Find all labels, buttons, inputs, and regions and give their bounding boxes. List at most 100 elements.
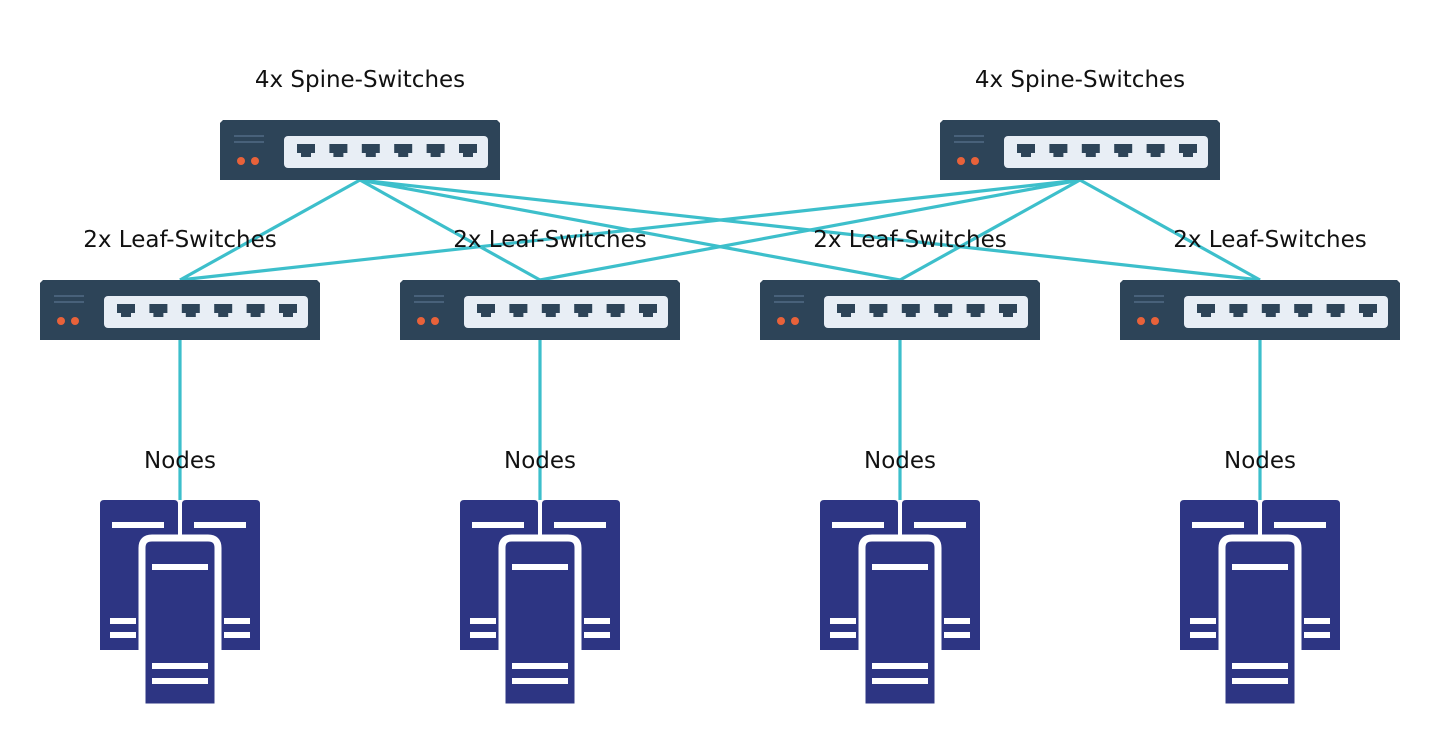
ethernet-port-icon (639, 304, 657, 317)
network-switch-icon (760, 280, 1040, 340)
leaf-switch-1-label: 2x Leaf-Switches (83, 227, 277, 253)
status-led (417, 317, 425, 325)
server-stripe (472, 522, 524, 528)
link-spine-2-leaf-2 (539, 178, 1081, 282)
server-rack-icon (820, 500, 980, 711)
ethernet-port-icon (1081, 144, 1100, 157)
server-stripe (914, 522, 966, 528)
ethernet-port-icon (1326, 304, 1345, 317)
ethernet-port-icon (1229, 304, 1248, 317)
server-stripe (512, 678, 568, 684)
network-switch-icon (220, 120, 500, 180)
server-stripe (1190, 618, 1216, 624)
ethernet-port-icon (606, 304, 625, 317)
server-stripe (110, 618, 136, 624)
server-stripe (512, 564, 568, 570)
ethernet-port-icon (1179, 144, 1197, 157)
ethernet-port-icon (246, 304, 265, 317)
server-stripe (152, 663, 208, 669)
ethernet-port-icon (426, 144, 445, 157)
server-stripe (1190, 632, 1216, 638)
ethernet-port-icon (181, 304, 200, 317)
ethernet-port-icon (1114, 144, 1133, 157)
ethernet-port-icon (509, 304, 528, 317)
server-rack-icon (1180, 500, 1340, 711)
status-led (971, 157, 979, 165)
ethernet-port-icon (361, 144, 380, 157)
status-led (71, 317, 79, 325)
link-spine-1-leaf-1 (179, 178, 361, 282)
server-stripe (830, 618, 856, 624)
status-led (57, 317, 65, 325)
ethernet-port-icon (966, 304, 985, 317)
server-stripe (194, 522, 246, 528)
link-spine-2-leaf-1 (179, 178, 1081, 282)
leaf-switch-3: 2x Leaf-Switches (760, 227, 1040, 340)
server-stripe (1304, 618, 1330, 624)
server-stripe (1232, 663, 1288, 669)
node-group-1: Nodes (100, 448, 260, 711)
server-stripe (512, 663, 568, 669)
server-stripe (944, 618, 970, 624)
server-rack-icon (100, 500, 260, 711)
status-led (777, 317, 785, 325)
server-stripe (1304, 632, 1330, 638)
ethernet-port-icon (1294, 304, 1313, 317)
server-stripe (1232, 678, 1288, 684)
server-stripe (152, 678, 208, 684)
server-stripe (830, 632, 856, 638)
ethernet-port-icon (394, 144, 413, 157)
server-stripe (872, 678, 928, 684)
ethernet-port-icon (117, 304, 135, 317)
server-stripe (152, 564, 208, 570)
ethernet-port-icon (1261, 304, 1280, 317)
spine-switch-2-label: 4x Spine-Switches (975, 67, 1185, 93)
server-stripe (872, 564, 928, 570)
ethernet-port-icon (999, 304, 1017, 317)
server-stripe (112, 522, 164, 528)
spine-switch-2: 4x Spine-Switches (940, 67, 1220, 180)
ethernet-port-icon (1049, 144, 1068, 157)
server-stripe (944, 632, 970, 638)
node-group-1-label: Nodes (144, 448, 216, 474)
server-stripe (584, 618, 610, 624)
server-stripe (110, 632, 136, 638)
leaf-switch-1: 2x Leaf-Switches (40, 227, 320, 340)
server-stripe (872, 663, 928, 669)
network-switch-icon (940, 120, 1220, 180)
network-switch-icon (1120, 280, 1400, 340)
leaf-switch-4: 2x Leaf-Switches (1120, 227, 1400, 340)
ethernet-port-icon (901, 304, 920, 317)
ethernet-port-icon (459, 144, 477, 157)
link-spine-1-leaf-2 (359, 178, 541, 282)
node-group-2: Nodes (460, 448, 620, 711)
leaf-switch-2: 2x Leaf-Switches (400, 227, 680, 340)
ethernet-port-icon (1197, 304, 1215, 317)
server-stripe (224, 632, 250, 638)
ethernet-port-icon (869, 304, 888, 317)
status-led (1151, 317, 1159, 325)
spine-switch-1: 4x Spine-Switches (220, 67, 500, 180)
network-switch-icon (40, 280, 320, 340)
node-group-3-label: Nodes (864, 448, 936, 474)
ethernet-port-icon (1146, 144, 1165, 157)
ethernet-port-icon (477, 304, 495, 317)
node-group-3: Nodes (820, 448, 980, 711)
leaf-switch-2-label: 2x Leaf-Switches (453, 227, 647, 253)
ethernet-port-icon (837, 304, 855, 317)
status-led (431, 317, 439, 325)
ethernet-port-icon (279, 304, 297, 317)
status-led (237, 157, 245, 165)
link-spine-2-leaf-4 (1079, 178, 1261, 282)
ethernet-port-icon (297, 144, 315, 157)
status-led (251, 157, 259, 165)
status-led (791, 317, 799, 325)
ethernet-port-icon (214, 304, 233, 317)
server-stripe (554, 522, 606, 528)
ethernet-port-icon (934, 304, 953, 317)
status-led (957, 157, 965, 165)
node-group-2-label: Nodes (504, 448, 576, 474)
ethernet-port-icon (149, 304, 168, 317)
server-stripe (584, 632, 610, 638)
